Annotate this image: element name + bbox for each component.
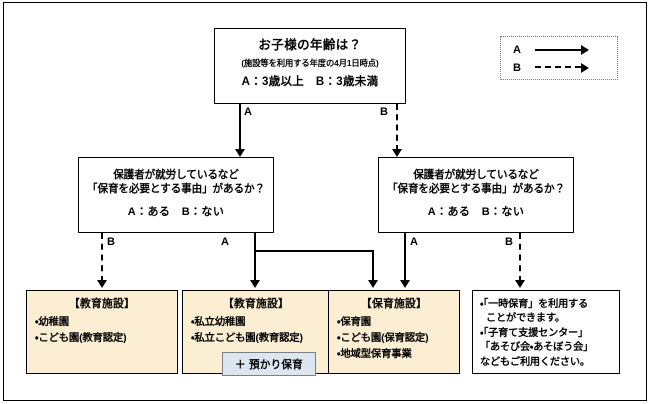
question-box-need-right: 保護者が就労しているなど 「保育を必要とする事由」があるか？ A：ある B：ない (378, 157, 574, 233)
edge-left-b (101, 233, 103, 282)
edge-age-to-right (396, 104, 398, 151)
edge-label-age-b: B (380, 106, 388, 118)
result-none-item-0: ・「一時保育」を利用する (480, 299, 589, 310)
edge-left-b-arrowhead (97, 280, 107, 288)
result-edu2-title: 【教育施設】 (223, 298, 289, 310)
edge-age-to-left-arrowhead (235, 149, 245, 157)
question-box-age: お子様の年齢は？ (施設等を利用する年度の4月1日時点) A：3歳以上 B：3歳… (214, 28, 406, 104)
legend-row-a: A (501, 41, 617, 59)
result-edu2-item-1: ・私立こども園(教育認定) (191, 332, 303, 344)
result-none-item-4: などもご利用ください。 (480, 356, 590, 368)
result-none-item-1: ことができます。 (486, 313, 565, 325)
edge-age-to-right-arrowhead (392, 149, 402, 157)
arrow-legend: A B (500, 36, 618, 80)
question-box-need-left: 保護者が就労しているなど 「保育を必要とする事由」があるか？ A：ある B：ない (78, 157, 274, 233)
edge-age-to-left (239, 104, 241, 151)
result-none-item-2: ・「子育て支援センター」 (480, 327, 589, 339)
result-box-childcare-facility: 【保育施設】 ・保育園 ・こども園(保育認定) ・地域型保育事業 (328, 290, 460, 374)
question-need-right-line2: 「保育を必要とする事由」があるか？ (386, 183, 566, 196)
result-care-item-1: ・こども園(保育認定) (337, 332, 429, 344)
question-need-left-choices: A：ある B：ない (127, 205, 225, 218)
legend-label-a: A (513, 44, 521, 56)
question-age-title: お子様の年齢は？ (258, 38, 362, 52)
edge-left-a-arrowhead (250, 280, 260, 288)
question-need-right-choices: A：ある B：ない (427, 205, 525, 218)
result-edu1-item-1: ・こども園(教育認定) (35, 332, 127, 344)
edge-left-a (254, 233, 256, 282)
legend-dashed-arrow-icon (535, 63, 597, 73)
result-edu1-title: 【教育施設】 (69, 298, 135, 310)
result-edu1-item-0: ・幼稚園 (35, 316, 69, 328)
edge-right-b (519, 233, 521, 282)
edge-left-a-branch-vertical (372, 250, 374, 282)
edge-right-a-arrowhead (400, 280, 410, 288)
edge-label-age-a: A (244, 106, 252, 118)
edge-left-a-branch-horizontal (254, 250, 374, 252)
result-box-education-public: 【教育施設】 ・幼稚園 ・こども園(教育認定) (26, 290, 178, 374)
edge-label-right-a: A (410, 236, 418, 248)
edge-right-a (404, 233, 406, 282)
legend-solid-arrow-icon (535, 45, 597, 55)
edge-right-b-arrowhead (515, 280, 525, 288)
edge-left-a-branch-arrowhead (368, 280, 378, 288)
edge-label-left-a: A (221, 236, 229, 248)
edge-label-left-b: B (107, 236, 115, 248)
question-need-left-line1: 保護者が就労しているなど (113, 169, 239, 181)
question-need-left-line2: 「保育を必要とする事由」があるか？ (86, 183, 266, 196)
result-care-item-0: ・保育園 (337, 316, 371, 328)
result-box-other-services: ・「一時保育」を利用する ことができます。 ・「子育て支援センター」 「あそび会… (472, 290, 620, 374)
result-care-item-2: ・地域型保育事業 (337, 348, 412, 360)
edge-label-right-b: B (505, 236, 513, 248)
question-need-right-line1: 保護者が就労しているなど (413, 169, 539, 181)
result-none-item-3: 「あそび会・あそぼう会」 (480, 342, 594, 354)
legend-label-b: B (513, 62, 521, 74)
question-age-note: (施設等を利用する年度の4月1日時点) (241, 57, 379, 68)
result-care-title: 【保育施設】 (361, 298, 427, 310)
addon-chip-temporary-care: ＋ 預かり保育 (222, 352, 316, 376)
question-age-choices: A：3歳以上 B：3歳未満 (241, 76, 379, 89)
legend-row-b: B (501, 59, 617, 77)
result-edu2-item-0: ・私立幼稚園 (191, 316, 246, 328)
